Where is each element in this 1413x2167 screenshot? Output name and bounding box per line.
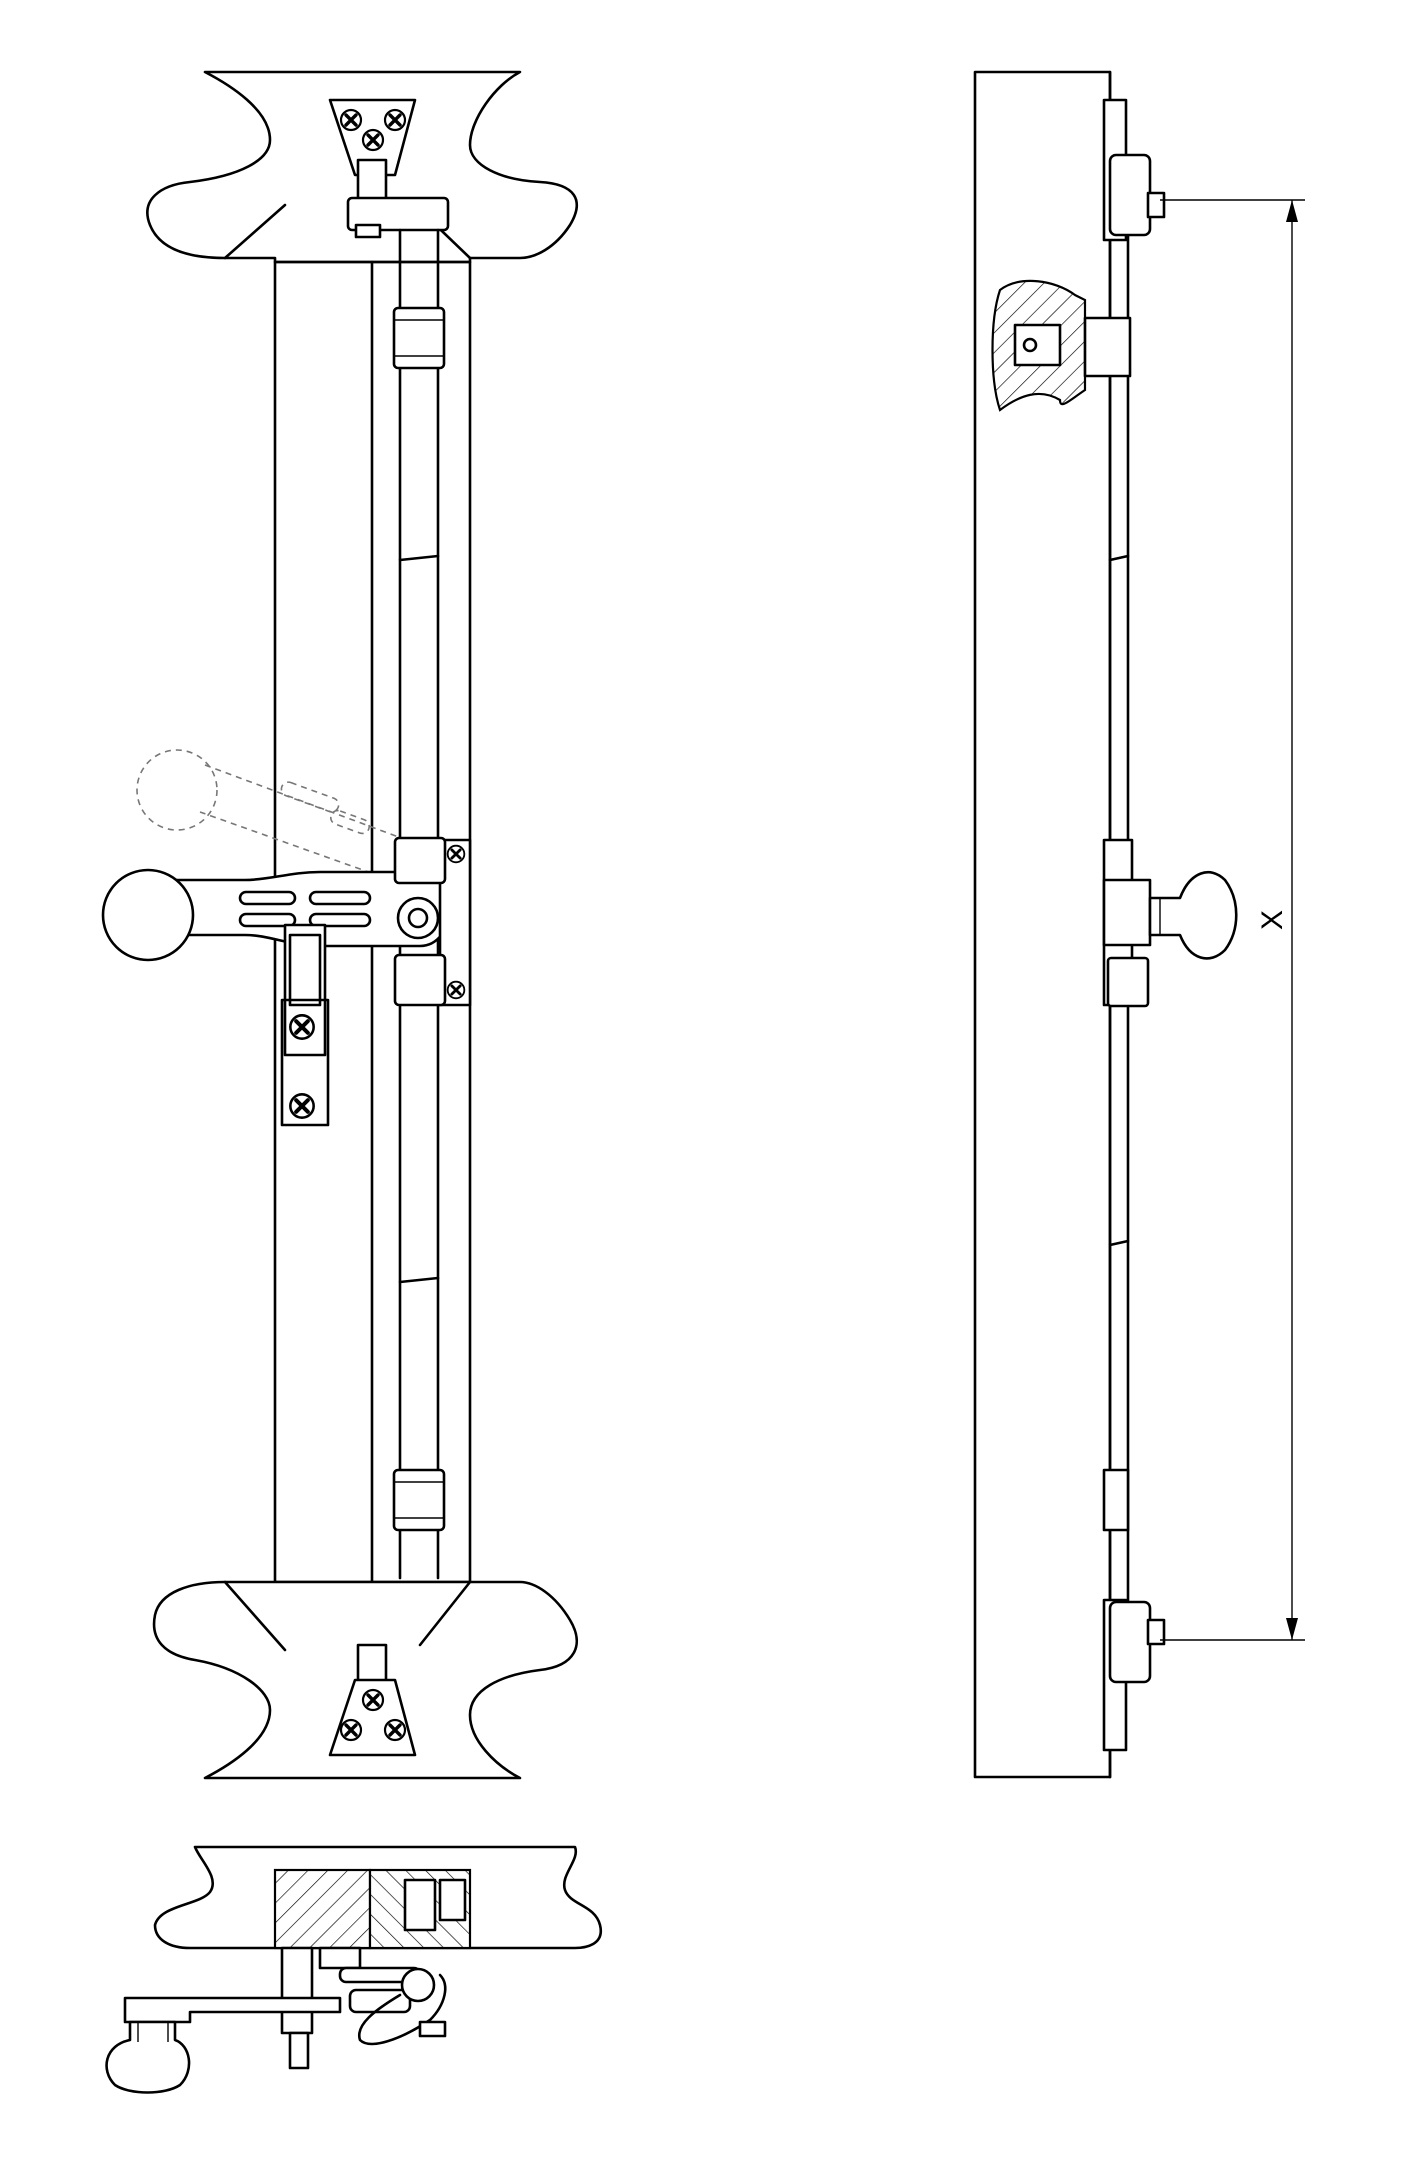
side-bottom-catch xyxy=(1102,1598,1166,1752)
side-lower-guide xyxy=(1102,1468,1130,1532)
dimension-x: X xyxy=(1160,199,1305,1641)
section-hatch-left xyxy=(273,1868,372,1950)
bottom-keeper-plate xyxy=(328,1643,417,1757)
lever-open-position-ghost xyxy=(136,749,422,887)
dimension-label: X xyxy=(1256,910,1289,930)
keeper-strap xyxy=(280,923,330,1127)
front-view xyxy=(101,70,579,1780)
side-section-hatched xyxy=(991,279,1132,412)
side-view: X xyxy=(973,70,1305,1779)
top-bolt-guide xyxy=(346,196,450,232)
front-top-bevel-left xyxy=(223,203,287,260)
rod-guide-upper xyxy=(392,306,446,370)
rod-guide-lower xyxy=(392,1468,446,1532)
section-lever-arm xyxy=(105,1996,342,2094)
side-knob-assembly xyxy=(1102,838,1238,1008)
side-top-catch xyxy=(1102,98,1166,242)
section-view xyxy=(105,1845,603,2094)
lever-handle xyxy=(101,868,452,962)
section-bolt-parts xyxy=(280,1946,447,2070)
lever-pivot-bracket xyxy=(393,836,472,1007)
lever-knob xyxy=(101,868,195,962)
